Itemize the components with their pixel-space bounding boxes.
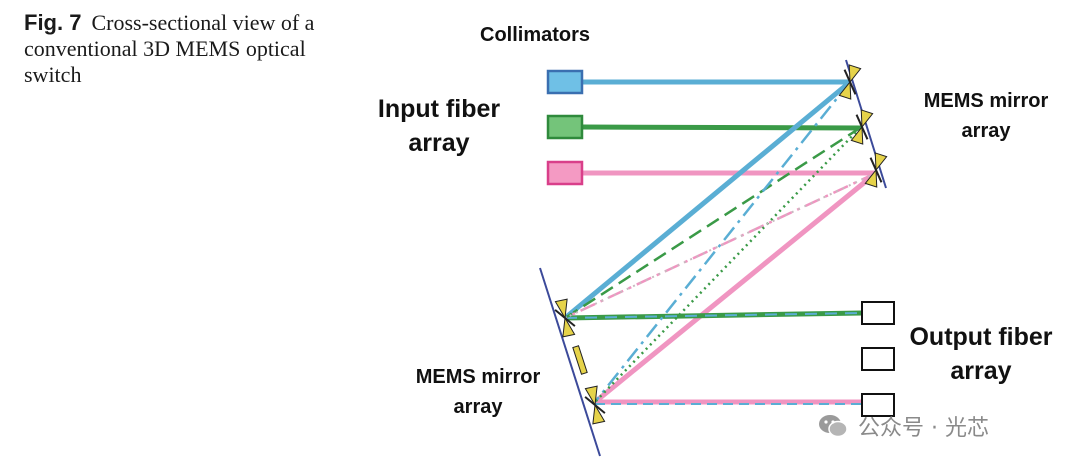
collimator-pink [546, 160, 584, 186]
blue-dotted-path [564, 81, 851, 319]
top-output-beam-blue [564, 312, 863, 319]
right-mirror-2 [850, 109, 874, 145]
watermark: 公众号 · 光芯 [818, 410, 989, 442]
output-fiber-3 [861, 393, 895, 417]
left-mems-mirror-array-label: MEMS mirror array [415, 366, 541, 418]
right-mirror-1 [838, 64, 862, 100]
left-mirror-1 [554, 298, 576, 338]
green-input-beam [581, 124, 863, 131]
green-dotted-path [594, 127, 861, 403]
pink-dotted-path [564, 172, 877, 319]
left-mirror-2 [572, 345, 588, 375]
left-mirror-array-axis [539, 267, 601, 457]
figure-caption-text: Cross-sectional view of a conventional 3… [24, 10, 315, 87]
output-fiber-2 [861, 347, 895, 371]
collimator-blue [546, 69, 584, 95]
green-dashed-path [564, 126, 861, 320]
watermark-text: 公众号 · 光芯 [858, 416, 989, 441]
right-mirror-3 [864, 152, 888, 188]
pink-reflected-beam [593, 171, 878, 404]
pink-dashdot-path [564, 171, 877, 320]
figure-label: Fig. 7 [24, 10, 82, 35]
output-fiber-array-label: Output fiber array [909, 323, 1053, 385]
right-mems-mirror-array-label: MEMS mirror array [923, 90, 1049, 142]
output-fiber-1 [861, 301, 895, 325]
collimators-label: Collimators [480, 24, 591, 46]
blue-dashdot-path [594, 81, 851, 403]
left-mirror-3 [584, 385, 606, 425]
collimator-green [546, 114, 584, 140]
right-mirror-array-axis [845, 59, 887, 189]
input-fiber-array-label: Input fiber array [377, 95, 501, 157]
wechat-icon [818, 414, 848, 438]
